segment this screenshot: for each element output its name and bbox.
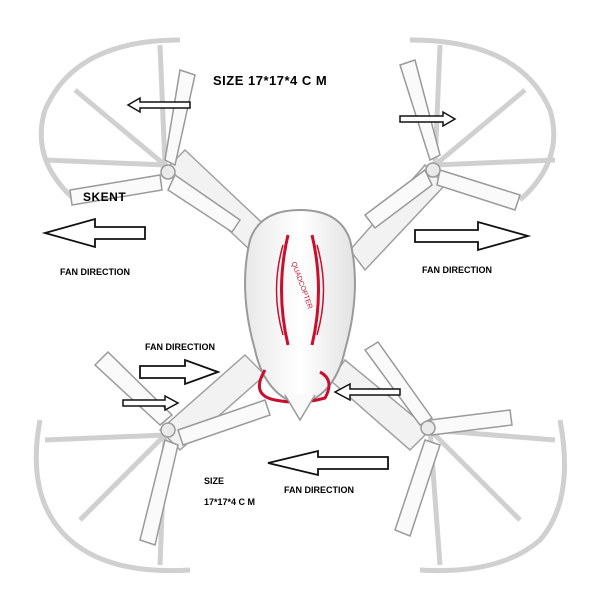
arrow-lower-left [122, 394, 180, 412]
arrow-center-right [333, 382, 401, 402]
body-accent-right [310, 234, 320, 346]
arrow-bottom-center [267, 449, 389, 477]
propeller-blades-top-left [69, 69, 242, 234]
brand-label: SKENT [83, 190, 127, 204]
propeller-blades-bottom-right [363, 340, 513, 537]
propeller-blades-top-right [363, 59, 521, 230]
fan-direction-right-label: FAN DIRECTION [422, 265, 493, 275]
arrow-big-right [414, 220, 532, 252]
body-accent-left [280, 234, 290, 346]
arrow-upper-right [399, 110, 457, 128]
drone-body: QUADCOPTER [244, 208, 356, 422]
size-label-bottom-line2: 17*17*4 C M [204, 497, 256, 507]
arrow-big-left [41, 217, 146, 249]
fan-direction-left-label: FAN DIRECTION [60, 267, 131, 277]
fan-direction-mid-label: FAN DIRECTION [145, 342, 216, 352]
propeller-guard-top-left [38, 37, 181, 202]
size-label-top: SIZE 17*17*4 C M [213, 73, 328, 88]
fan-direction-bottom-label: FAN DIRECTION [284, 485, 355, 495]
size-label-bottom-line1: SIZE [204, 476, 225, 486]
arrow-upper-left [126, 96, 191, 114]
arrow-mid-left [139, 358, 221, 386]
propeller-guard-bottom-right [419, 419, 567, 574]
propeller-guard-top-right [409, 37, 557, 202]
